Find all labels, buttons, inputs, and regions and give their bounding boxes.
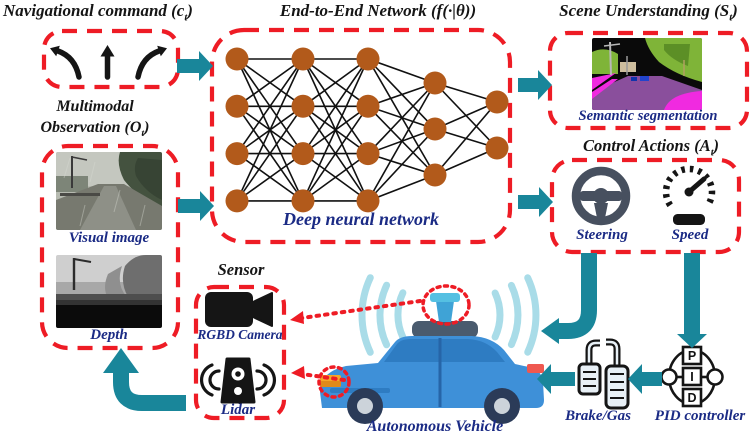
sensor-box <box>193 284 287 421</box>
pid-label: PID controller <box>654 408 746 424</box>
dotted-arrow-to-camera <box>300 299 422 320</box>
observation-box <box>39 143 181 351</box>
lidar-label: Lidar <box>220 402 256 418</box>
nav-command-box <box>41 28 181 90</box>
observation-title-line2: Observation (Ot) <box>40 119 150 140</box>
turn-left-arrow-icon <box>55 48 82 80</box>
roof-sensor <box>436 301 454 322</box>
pid-controller-icon <box>660 345 724 408</box>
arrow-pedals-to-vehicle <box>537 364 575 394</box>
sensor-callouts <box>300 284 471 399</box>
rgbd-camera-icon <box>205 292 273 327</box>
control-box <box>549 157 742 255</box>
depth-image <box>56 255 162 328</box>
turn-right-arrow-icon <box>135 48 162 80</box>
arrow-network-to-control <box>518 187 553 217</box>
arrow-network-to-scene <box>518 70 552 100</box>
speed-label: Speed <box>671 227 709 243</box>
neural-network <box>225 47 509 213</box>
taillight <box>527 364 544 373</box>
arrow-steering-to-vehicle <box>541 253 597 344</box>
visual-image <box>56 152 162 230</box>
pid-letter-i: I <box>690 370 694 384</box>
speedometer-icon <box>662 165 716 225</box>
brake-gas-label: Brake/Gas <box>565 408 631 424</box>
nav-command-title: Navigational command (ct) <box>3 1 193 24</box>
brake-gas-pedals-icon <box>577 338 630 410</box>
roof-sensor-callout-circle <box>421 284 471 326</box>
depth-image-label: Depth <box>90 327 128 343</box>
segmentation-image <box>592 38 702 110</box>
roof-rack <box>412 321 478 338</box>
semseg-label: Semantic segmentation <box>578 108 718 124</box>
scene-box <box>547 30 750 131</box>
dotted-arrow-to-lidar <box>300 372 346 382</box>
autonomous-vehicle <box>320 293 544 424</box>
steering-label: Steering <box>576 227 628 243</box>
steering-wheel-icon <box>571 166 631 226</box>
arrow-obs-to-network <box>178 191 214 221</box>
observation-title-line1: Multimodal <box>56 98 134 115</box>
arrow-speed-to-pid <box>677 253 707 348</box>
car-cabin <box>384 339 505 362</box>
vehicle-label: Autonomous Vehicle <box>366 418 504 435</box>
visual-image-label: Visual image <box>68 230 150 246</box>
arrow-vehicle-to-observation <box>103 348 186 411</box>
pid-letter-p: P <box>687 349 697 363</box>
wifi-waves <box>358 274 540 356</box>
rgbd-camera-label: RGBD Camera <box>197 327 283 342</box>
arrow-pid-to-pedals <box>628 364 662 394</box>
lidar-icon <box>199 357 277 404</box>
headlight-callout-circle <box>317 365 351 399</box>
scene-title: Scene Understanding (St) <box>559 1 738 24</box>
dnn-label: Deep neural network <box>282 209 439 229</box>
network-box <box>209 27 513 245</box>
network-title: End-to-End Network (f(·|θ)) <box>279 1 477 20</box>
pid-letter-d: D <box>687 391 697 405</box>
sensor-title: Sensor <box>217 260 265 279</box>
arrow-nav-to-network <box>177 51 213 81</box>
control-title: Control Actions (At) <box>582 136 720 159</box>
nav-command-icons <box>50 45 167 80</box>
